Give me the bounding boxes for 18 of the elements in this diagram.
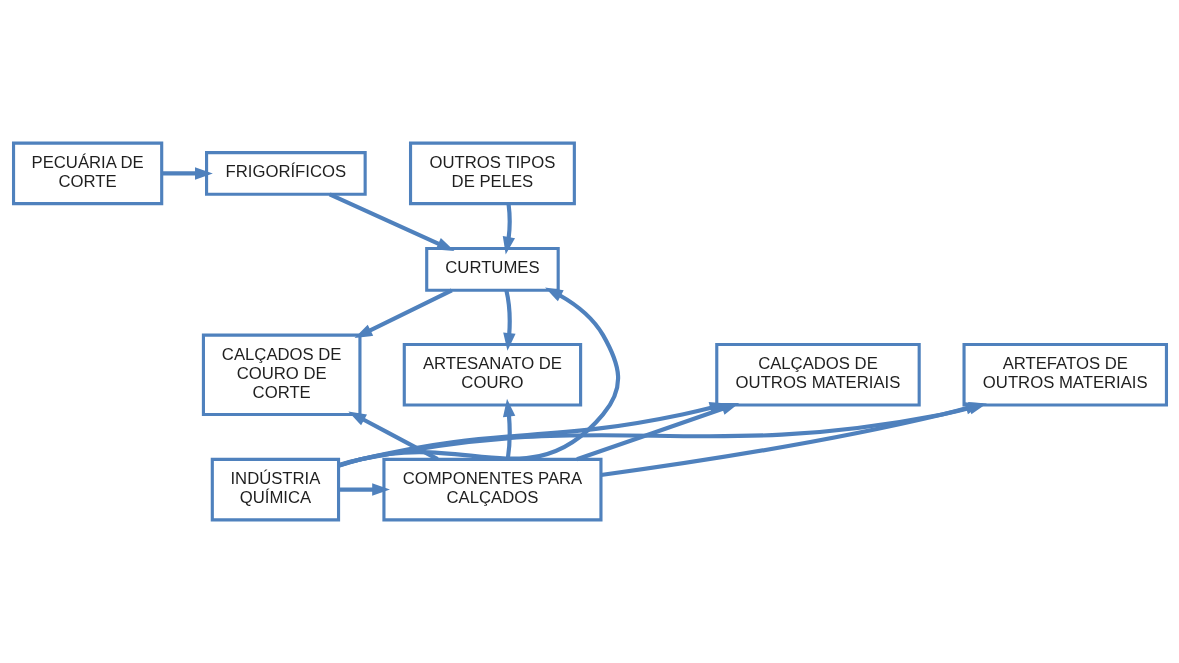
node-box: ARTEFATOS DE OUTROS MATERIAIS [961,342,1168,407]
node-box: ARTESANATO DE COURO [402,342,582,407]
node-box: OUTROS TIPOS DE PELES [408,141,576,206]
arrow [161,167,213,180]
node-box: FRIGORÍFICOS [204,151,367,196]
arrow [338,483,390,496]
arrow [502,398,515,460]
arrow [337,287,620,468]
node-box: CALÇADOS DE COURO DE CORTE [201,333,361,416]
arrow [328,192,454,252]
node-box: COMPONENTES PARA CALÇADOS [381,457,603,522]
node-box: INDÚSTRIA QUÍMICA [210,457,340,522]
node-box: CURTUMES [424,247,560,292]
arrow [502,203,515,255]
arrow [354,288,453,339]
node-box: PECUÁRIA DE CORTE [11,141,163,206]
node-box: CALÇADOS DE OUTROS MATERIAIS [714,342,921,407]
arrow [502,289,516,351]
